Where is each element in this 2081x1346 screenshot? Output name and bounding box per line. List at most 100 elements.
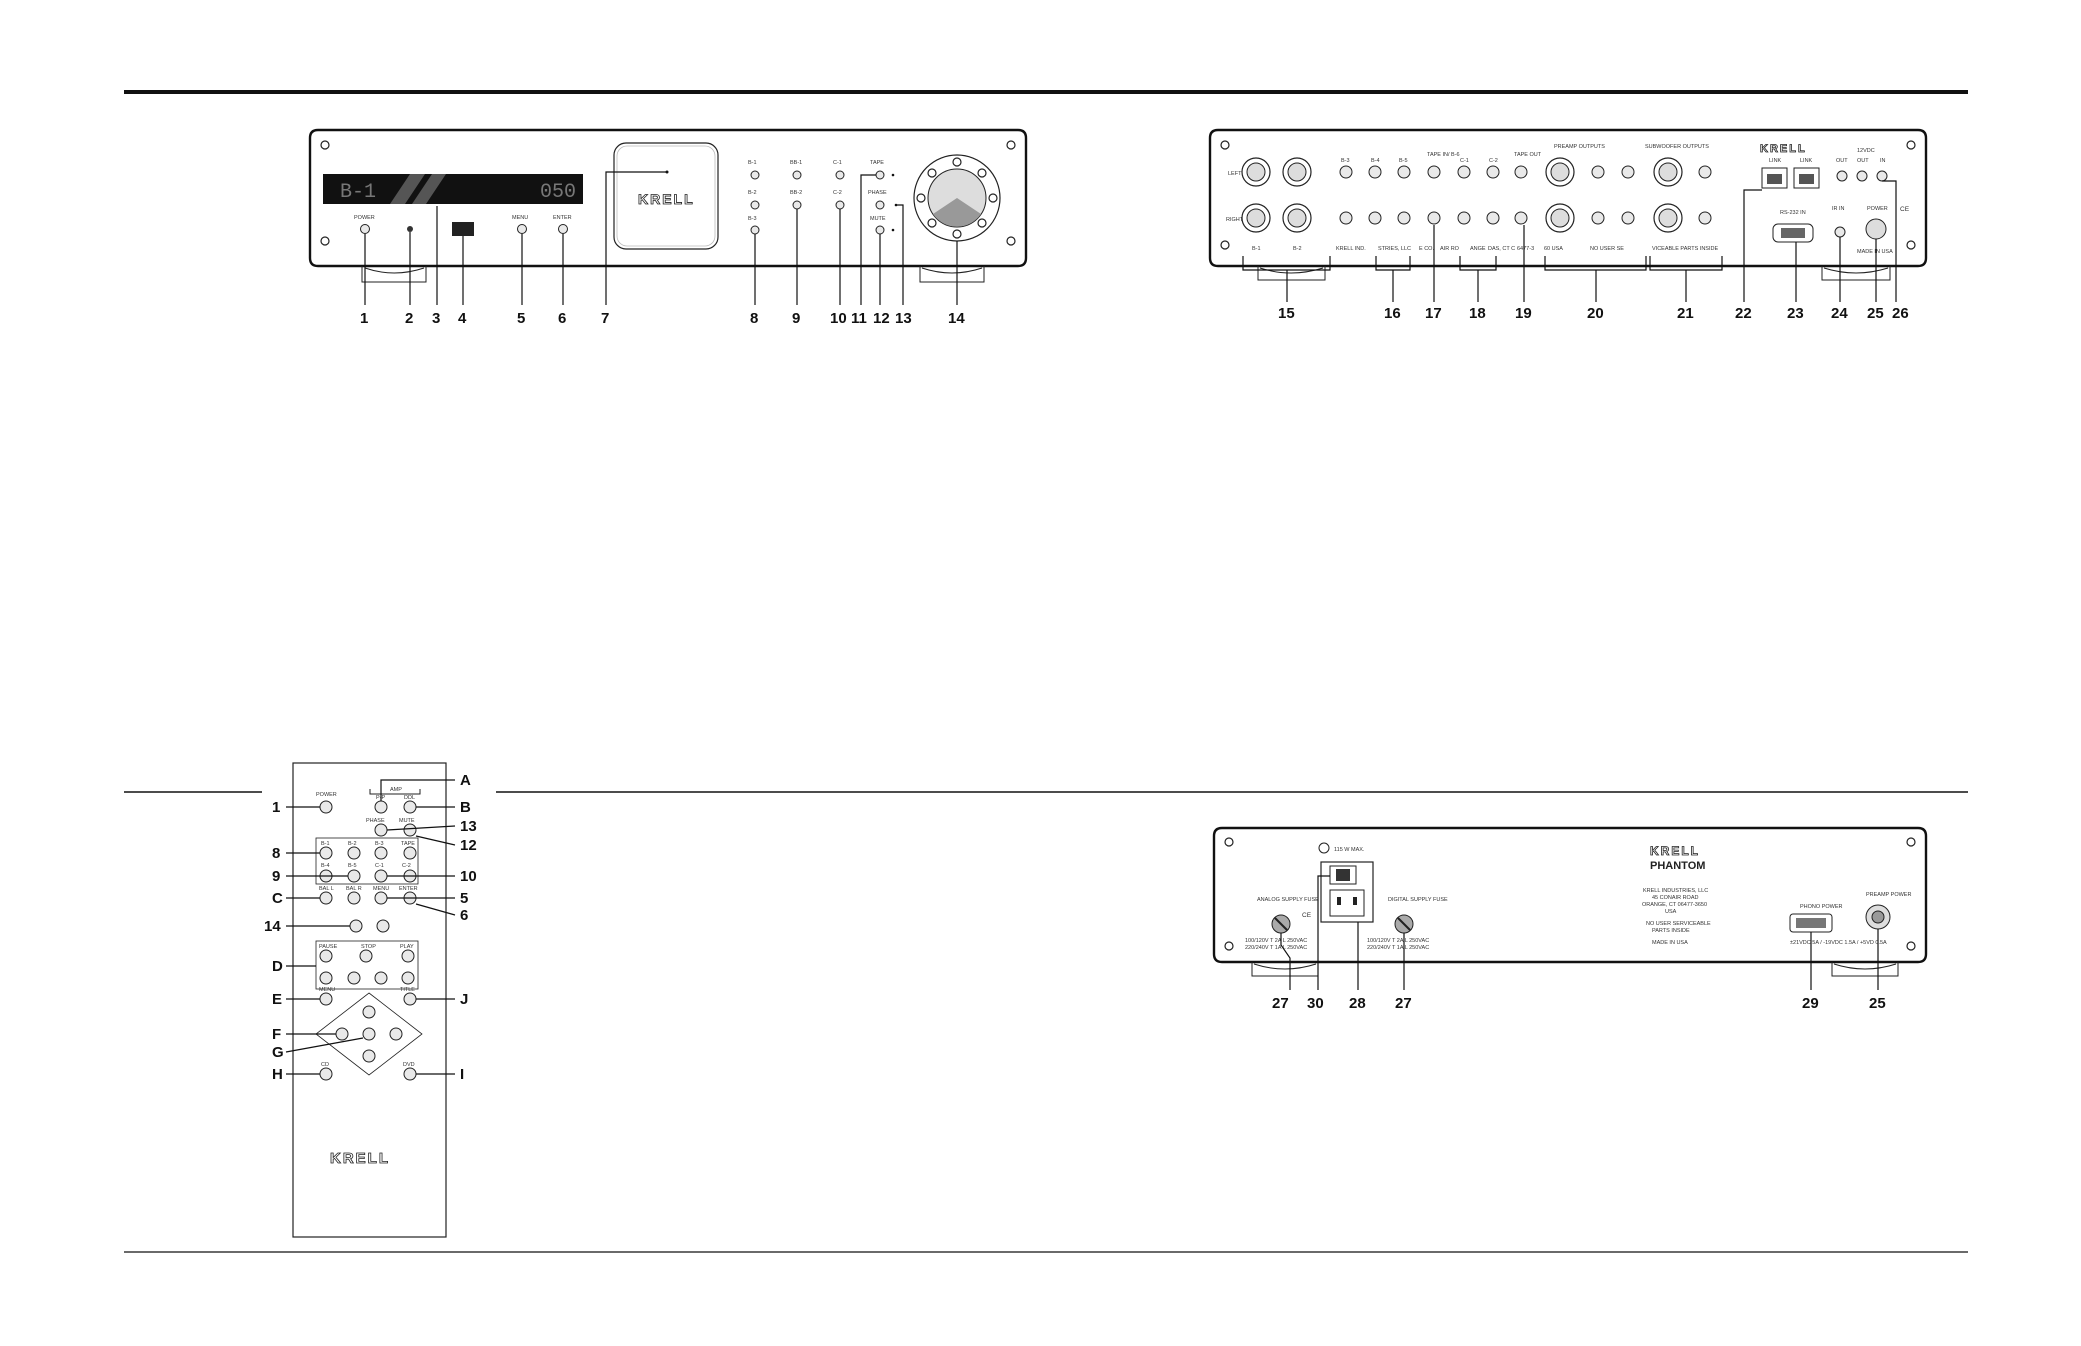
drawing-shape [921, 267, 983, 274]
remote-amp-p-button[interactable] [374, 800, 388, 814]
remote-nav-right[interactable] [389, 1027, 403, 1041]
jack-or-button [1427, 211, 1441, 225]
callout-number: 24 [1831, 305, 1848, 322]
remote-b1[interactable] [319, 846, 333, 860]
power-button[interactable] [360, 224, 370, 234]
jack-or-button [1427, 165, 1441, 179]
remote-vol-down[interactable] [349, 919, 363, 933]
panel-label: PAUSE [319, 944, 338, 950]
remote-amp-d-button[interactable] [403, 800, 417, 814]
psu-leaders [1280, 875, 1879, 990]
remote-cd[interactable] [319, 1067, 333, 1081]
rear-power-connector[interactable] [1865, 218, 1887, 240]
panel-label: BB-1 [790, 160, 802, 166]
remote-nav-left[interactable] [335, 1027, 349, 1041]
front-callouts: 1 2 3 4 5 6 7 8 9 10 11 12 13 14 [360, 310, 965, 327]
callout-number: 20 [1587, 305, 1604, 322]
remote-c1[interactable] [374, 869, 388, 883]
drawing-shape [1821, 266, 1891, 281]
remote-menu[interactable] [374, 891, 388, 905]
drawing-shape [919, 266, 985, 283]
remote-power-button[interactable] [319, 800, 333, 814]
remote-b5[interactable] [347, 869, 361, 883]
remote-nav-up[interactable] [362, 1005, 376, 1019]
callout-number: 2 [405, 310, 413, 327]
remote-mute-button[interactable] [403, 823, 417, 837]
rear-leaders [1242, 180, 1897, 302]
screw [1224, 837, 1234, 847]
enter-label: ENTER [553, 215, 572, 221]
panel-label: MADE IN USA [1857, 249, 1893, 255]
rear-logo: KRELL [1760, 143, 1807, 155]
panel-label: AMP [390, 787, 402, 793]
menu-button[interactable] [517, 224, 527, 234]
leader-line [860, 174, 876, 305]
c2-button[interactable] [835, 200, 845, 210]
remote-dvd-menu[interactable] [319, 992, 333, 1006]
panel-label: OUT [1857, 158, 1869, 164]
jack-or-button [401, 971, 415, 985]
remote-bal-r[interactable] [347, 891, 361, 905]
callout-number: 18 [1469, 305, 1486, 322]
panel-label: 100/120V T 2A L 250VAC [1367, 938, 1429, 944]
callout-number: 8 [750, 310, 758, 327]
rear-strip-text: KRELL IND. STRIES, LLC E CO. AIR RO ANGE… [1336, 246, 1718, 252]
b1-button[interactable] [750, 170, 760, 180]
remote-b2[interactable] [347, 846, 361, 860]
jack-or-button [1514, 165, 1528, 179]
callout-number: 11 [851, 310, 867, 327]
panel-label: OUT [1836, 158, 1848, 164]
panel-label: NO USER SERVICEABLE [1646, 921, 1711, 927]
screw [977, 218, 987, 228]
leader-line [896, 204, 904, 305]
remote-logo: KRELL [330, 1150, 390, 1167]
enter-button[interactable] [558, 224, 568, 234]
remote-nav-enter[interactable] [362, 1027, 376, 1041]
panel-label: C-2 [833, 190, 842, 196]
bb1-button[interactable] [792, 170, 802, 180]
panel-label: PREAMP OUTPUTS [1554, 144, 1605, 150]
remote-title[interactable] [403, 992, 417, 1006]
drawing-shape [1767, 174, 1782, 184]
remote-nav-down[interactable] [362, 1049, 376, 1063]
volume-knob[interactable] [913, 154, 1001, 242]
top-rule [124, 90, 1968, 94]
bb2-button[interactable] [792, 200, 802, 210]
remote-bal-l[interactable] [319, 891, 333, 905]
logo-plate [613, 142, 719, 250]
drawing-shape [1329, 889, 1365, 917]
panel-label: 12VDC [1857, 148, 1875, 154]
drawing-shape [390, 174, 446, 204]
phase-button[interactable] [875, 200, 885, 210]
front-leaders [364, 171, 958, 305]
screw [1906, 140, 1916, 150]
panel-label: BB-2 [790, 190, 802, 196]
callout-number: 7 [601, 310, 609, 327]
remote-phase-button[interactable] [374, 823, 388, 837]
drawing-shape [1833, 963, 1897, 970]
jack-or-button [319, 971, 333, 985]
remote-dvd[interactable] [403, 1067, 417, 1081]
panel-label: DDL [404, 795, 415, 801]
remote-b3[interactable] [374, 846, 388, 860]
callout-number: 25 [1867, 305, 1884, 322]
tape-button[interactable] [875, 170, 885, 180]
panel-label: C-1 [833, 160, 842, 166]
b3-button[interactable] [750, 225, 760, 235]
leader-line [1280, 933, 1291, 990]
drawing-shape [1246, 208, 1266, 228]
drawing-shape [933, 198, 981, 227]
callout-number: 1 [360, 310, 368, 327]
leader-line [386, 825, 456, 831]
c1-button[interactable] [835, 170, 845, 180]
leader-line [1317, 875, 1330, 990]
remote-vol-up[interactable] [376, 919, 390, 933]
panel-label: RS-232 IN [1780, 210, 1806, 216]
panel-label: B-2 [348, 841, 357, 847]
b2-button[interactable] [750, 200, 760, 210]
jack-or-button [1368, 211, 1382, 225]
remote-tape[interactable] [403, 846, 417, 860]
mute-button[interactable] [875, 225, 885, 235]
leader-line [415, 903, 456, 916]
callout-number: 27 [1272, 995, 1289, 1012]
